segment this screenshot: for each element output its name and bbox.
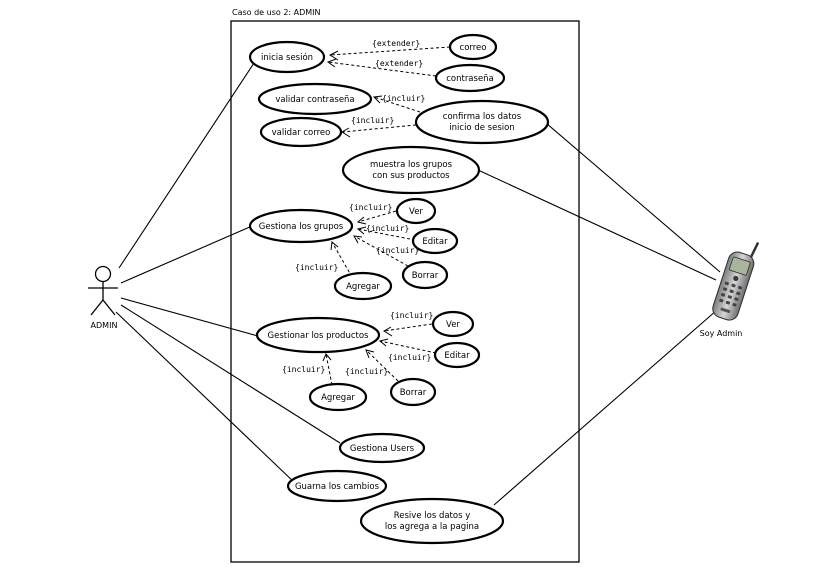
admin-actor[interactable]: ADMIN [88, 265, 118, 331]
stereotype-label: {incluir} [351, 116, 394, 125]
system-title: Caso de uso 2: ADMIN [232, 8, 321, 17]
phone-associations [477, 122, 721, 506]
phone-actor[interactable]: Soy Admin [700, 236, 761, 338]
use-case-correo[interactable]: correo [448, 33, 498, 61]
use-case-gestionar-productos[interactable]: Gestionar los productos [255, 316, 381, 354]
use-case-muestra-grupos[interactable]: muestra los grupos con sus productos [341, 145, 481, 195]
use-case-label: Guarna los cambios [295, 482, 380, 492]
use-case-label: con sus productos [372, 171, 450, 181]
use-case-label: Editar [422, 237, 448, 247]
use-case-label: los agrega a la pagina [385, 522, 479, 532]
stereotype-label: {incluir} [390, 311, 433, 320]
use-case-label: Borrar [400, 388, 427, 398]
use-case-label: confirma los datos [443, 112, 522, 122]
use-case-label: Ver [409, 207, 423, 217]
dependencies: {extender} {extender} {incluir} {incluir… [282, 39, 451, 386]
use-case-borrar-grupo[interactable]: Borrar [401, 260, 449, 290]
use-case-label: Gestiona los grupos [259, 222, 344, 232]
mobile-phone-icon [712, 242, 759, 321]
stereotype-label: {incluir} [388, 353, 431, 362]
system-boundary [230, 20, 580, 563]
admin-associations [115, 56, 341, 485]
use-case-label: muestra los grupos [370, 160, 453, 170]
use-case-ver-grupo[interactable]: Ver [395, 197, 437, 225]
stereotype-label: {incluir} [382, 94, 425, 103]
stereotype-label: {incluir} [295, 263, 338, 272]
stereotype-label: {incluir} [349, 203, 392, 212]
use-case-resive-datos[interactable]: Resive los datos y los agrega a la pagin… [359, 497, 505, 545]
use-case-label: validar correo [272, 128, 331, 138]
stereotype-label: {incluir} [366, 224, 409, 233]
use-case-gestiona-users[interactable]: Gestiona Users [338, 432, 426, 464]
use-case-confirma-datos[interactable]: confirma los datos inicio de sesion [414, 99, 550, 145]
use-case-label: correo [460, 43, 487, 53]
phone-actor-label: Soy Admin [700, 329, 743, 338]
use-case-agregar-producto[interactable]: Agregar [308, 382, 368, 412]
use-case-label: Agregar [346, 282, 380, 292]
stereotype-label: {incluir} [345, 367, 388, 376]
stereotype-label: {incluir} [282, 365, 325, 374]
use-case-inicia-sesion[interactable]: inicia sesión [248, 40, 326, 74]
use-case-label: Agregar [321, 393, 355, 403]
use-case-guarda-cambios[interactable]: Guarna los cambios [286, 469, 388, 503]
use-case-label: Gestiona Users [350, 444, 415, 454]
use-case-label: Resive los datos y [394, 511, 471, 521]
use-case-label: Gestionar los productos [268, 331, 370, 341]
use-case-label: Editar [444, 351, 470, 361]
use-case-borrar-producto[interactable]: Borrar [389, 377, 437, 407]
stereotype-label: {extender} [372, 39, 420, 48]
stereotype-label: {extender} [375, 59, 423, 68]
use-case-label: validar contraseña [275, 95, 354, 105]
use-case-label: inicia sesión [261, 52, 313, 63]
use-case-ver-producto[interactable]: Ver [431, 310, 475, 338]
use-case-editar-grupo[interactable]: Editar [411, 227, 459, 255]
admin-actor-label: ADMIN [91, 321, 118, 330]
use-case-label: contraseña [446, 74, 494, 84]
use-case-agregar-grupo[interactable]: Agregar [333, 271, 393, 301]
use-case-label: inicio de sesion [449, 123, 514, 133]
use-case-validar-correo[interactable]: validar correo [259, 116, 343, 148]
use-case-contrasena[interactable]: contraseña [434, 63, 506, 93]
use-case-label: Ver [446, 320, 460, 330]
stick-figure-icon [88, 265, 118, 316]
use-case-editar-producto[interactable]: Editar [433, 341, 481, 369]
stereotype-label: {incluir} [376, 246, 419, 255]
use-case-gestiona-grupos[interactable]: Gestiona los grupos [248, 208, 354, 244]
use-case-validar-contrasena[interactable]: validar contraseña [257, 82, 373, 116]
use-case-label: Borrar [412, 271, 439, 281]
